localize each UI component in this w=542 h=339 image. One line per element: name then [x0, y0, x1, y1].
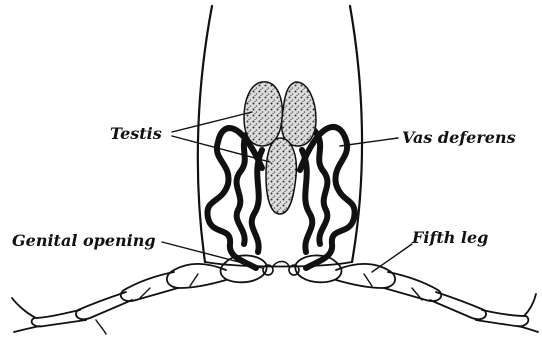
- vas-deferens-left: [207, 128, 262, 268]
- label-fifth-leg: Fifth leg: [411, 228, 488, 247]
- testis-lobe-center: [266, 138, 296, 214]
- fifth-leg-right: [336, 264, 538, 332]
- testis-lobe-left: [244, 82, 282, 146]
- label-genital-opening: Genital opening: [12, 231, 156, 250]
- fifth-leg-left: [12, 264, 226, 334]
- label-vas-deferens: Vas deferens: [402, 128, 516, 147]
- leader-fifth-leg: [372, 244, 412, 272]
- vas-deferens-right: [300, 127, 355, 268]
- leader-testis-upper: [172, 112, 252, 132]
- testis-lobe-right: [282, 82, 316, 146]
- label-testis: Testis: [110, 124, 162, 143]
